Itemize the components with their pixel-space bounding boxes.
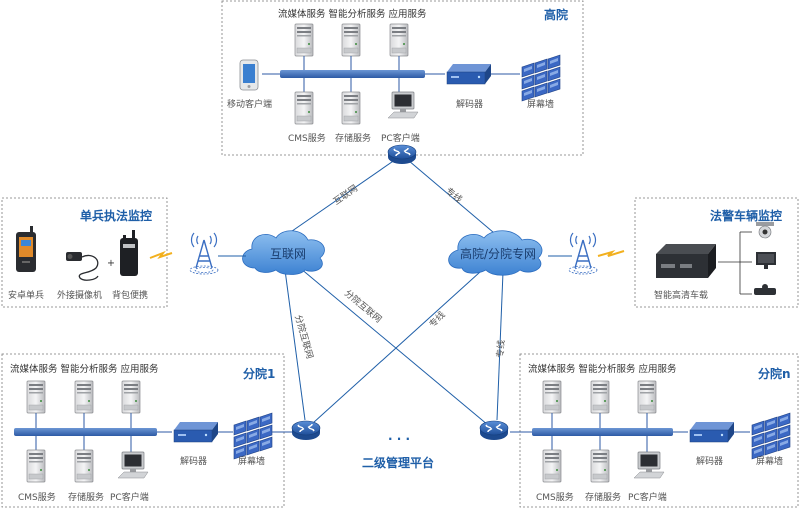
branch1-analytics-server[interactable] — [74, 380, 94, 414]
hq-analytics-server[interactable] — [341, 23, 361, 57]
soldier-box — [1, 197, 168, 308]
vehicle-dvr-device[interactable] — [656, 244, 716, 278]
hq-streaming-server[interactable] — [294, 23, 314, 57]
connection-lines — [281, 148, 504, 426]
branchn-server-labels-top: 流媒体服务 智能分析服务 应用服务 — [528, 363, 677, 375]
private-network-cloud[interactable]: 高院/分院专网 — [448, 230, 543, 276]
soldier-wireless-bolt — [149, 250, 173, 259]
branch1-screen-wall[interactable] — [233, 412, 273, 460]
link-label-private-b: 专线 — [494, 339, 507, 358]
soldier-android-label: 安卓单兵 — [8, 289, 44, 301]
hq-pc-client[interactable] — [387, 91, 419, 119]
platform-label: 二级管理平台 — [362, 455, 434, 470]
hq-pc-label: PC客户端 — [381, 132, 420, 144]
branchn-storage-label: 存储服务 — [585, 491, 621, 503]
branchn-box — [519, 353, 799, 508]
soldier-antenna-icon — [189, 232, 219, 275]
link-label-internet: 互联网 — [331, 183, 359, 208]
vehicle-label: 智能高清车载 — [654, 289, 708, 301]
branch1-storage-server[interactable] — [74, 449, 94, 483]
soldier-camera-label: 外接摄像机 — [57, 289, 102, 301]
branch1-pc-client[interactable] — [117, 451, 149, 479]
hq-cms-label: CMS服务 — [288, 132, 326, 144]
vehicle-ptz-camera[interactable] — [756, 222, 774, 239]
branch1-decoder[interactable] — [173, 421, 219, 443]
link-label-branch-internet-b: 分院互联网 — [342, 287, 384, 325]
branchn-screen-wall[interactable] — [751, 412, 791, 460]
hq-box — [221, 0, 584, 156]
hq-mobile-client-label: 移动客户端 — [227, 98, 272, 110]
branchn-router[interactable] — [479, 420, 509, 441]
branch1-router[interactable] — [291, 420, 321, 441]
hq-server-labels-top: 流媒体服务 智能分析服务 应用服务 — [278, 8, 427, 20]
platform-ellipsis: . . . — [388, 429, 410, 443]
branch1-box — [1, 353, 285, 508]
hq-screen-wall[interactable] — [521, 54, 561, 102]
branchn-streaming-server[interactable] — [542, 380, 562, 414]
branchn-pc-client[interactable] — [633, 451, 665, 479]
branch1-decoder-label: 解码器 — [180, 455, 207, 467]
branchn-cms-label: CMS服务 — [536, 491, 574, 503]
branch1-screen-wall-label: 屏幕墙 — [238, 455, 265, 467]
vehicle-keyboard[interactable] — [754, 284, 776, 295]
branch1-switch-bus — [14, 428, 157, 436]
branch1-server-labels-top: 流媒体服务 智能分析服务 应用服务 — [10, 363, 159, 375]
branch1-streaming-server[interactable] — [26, 380, 46, 414]
soldier-plus: + — [107, 258, 115, 269]
hq-router[interactable] — [387, 144, 417, 165]
branchn-pc-label: PC客户端 — [628, 491, 667, 503]
vehicle-wireless-bolt — [597, 249, 625, 257]
link-label-private-a: 专线 — [427, 309, 448, 330]
branch1-storage-label: 存储服务 — [68, 491, 104, 503]
hq-storage-label: 存储服务 — [335, 132, 371, 144]
branch1-cms-label: CMS服务 — [18, 491, 56, 503]
vehicle-monitor[interactable] — [756, 252, 776, 269]
branchn-decoder-label: 解码器 — [696, 455, 723, 467]
branchn-screen-wall-label: 屏幕墙 — [756, 455, 783, 467]
branchn-switch-bus — [532, 428, 673, 436]
soldier-backpack-label: 背包便携 — [112, 289, 148, 301]
android-soldier-device[interactable] — [16, 226, 36, 272]
backpack-device[interactable] — [120, 230, 138, 276]
hq-decoder-label: 解码器 — [456, 98, 483, 110]
branch1-app-server[interactable] — [121, 380, 141, 414]
branchn-analytics-server[interactable] — [590, 380, 610, 414]
hq-decoder[interactable] — [446, 63, 492, 85]
branch1-title: 分院1 — [243, 366, 275, 381]
hq-storage-server[interactable] — [341, 91, 361, 125]
branchn-app-server[interactable] — [637, 380, 657, 414]
hq-cms-server[interactable] — [294, 91, 314, 125]
vehicle-box — [634, 197, 799, 308]
external-camera-device[interactable] — [66, 252, 99, 281]
branchn-cms-server[interactable] — [542, 449, 562, 483]
branchn-title: 分院n — [758, 366, 791, 381]
branchn-storage-server[interactable] — [590, 449, 610, 483]
soldier-title: 单兵执法监控 — [80, 208, 152, 223]
vehicle-antenna-icon — [568, 232, 598, 275]
vehicle-title: 法警车辆监控 — [710, 208, 782, 223]
branch1-cms-server[interactable] — [26, 449, 46, 483]
hq-title: 高院 — [544, 7, 568, 22]
internet-cloud-label: 互联网 — [270, 247, 306, 261]
hq-mobile-client[interactable] — [239, 59, 259, 91]
vehicle-connector — [718, 231, 752, 295]
branchn-decoder[interactable] — [689, 421, 735, 443]
hq-app-server[interactable] — [389, 23, 409, 57]
internet-cloud[interactable]: 互联网 — [242, 230, 325, 275]
link-label-private: 专线 — [443, 185, 465, 206]
hq-screen-wall-label: 屏幕墙 — [527, 98, 554, 110]
branch1-pc-label: PC客户端 — [110, 491, 149, 503]
hq-switch-bus — [280, 70, 425, 78]
private-network-cloud-label: 高院/分院专网 — [460, 246, 536, 261]
